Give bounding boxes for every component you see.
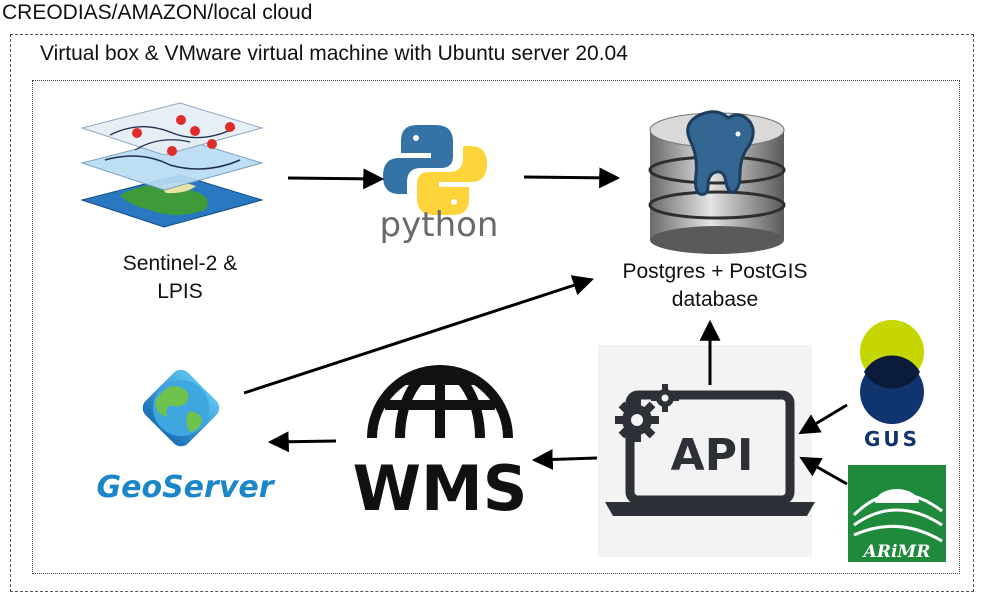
sentinel-label-line1: Sentinel-2 & <box>122 252 238 275</box>
geoserver-wordmark: GeoServer <box>96 470 275 505</box>
arimr-wordmark: ARiMR <box>862 542 931 562</box>
map-layers-icon <box>80 102 264 228</box>
postgres-label-line1: Postgres + PostGIS <box>622 260 808 283</box>
cloud-boundary <box>10 34 974 592</box>
cloud-title: CREODIAS/AMAZON/local cloud <box>2 1 313 24</box>
database-elephant-icon <box>648 110 786 254</box>
arimr-logo-icon <box>848 465 946 562</box>
globe-icon <box>142 369 220 447</box>
gus-wordmark: GUS <box>864 427 920 451</box>
globe-wireframe-icon <box>367 365 513 439</box>
arrow-geoserver-to-postgres <box>243 275 594 395</box>
arrow-python-to-postgres <box>523 167 621 189</box>
sentinel-label: Sentinel-2 & LPIS <box>80 250 280 306</box>
postgres-label-line2: database <box>671 288 759 311</box>
api-wordmark: API <box>671 430 754 481</box>
vm-boundary <box>32 80 960 574</box>
python-wordmark: python <box>380 205 499 245</box>
vm-title: Virtual box & VMware virtual machine wit… <box>40 42 628 65</box>
gus-logo-icon <box>860 320 924 424</box>
python-logo-icon <box>383 125 487 215</box>
arrow-gus-to-api <box>798 403 848 435</box>
postgres-label: Postgres + PostGIS database <box>590 258 840 314</box>
arrow-sentinel-to-python <box>287 168 385 190</box>
wms-wordmark: WMS <box>353 452 528 525</box>
arrow-wms-to-geoserver <box>267 431 337 453</box>
laptop-gears-icon <box>598 345 815 557</box>
sentinel-label-line2: LPIS <box>157 280 203 303</box>
arrow-arimr-to-api <box>799 456 848 486</box>
arrow-api-to-wms <box>531 448 598 470</box>
